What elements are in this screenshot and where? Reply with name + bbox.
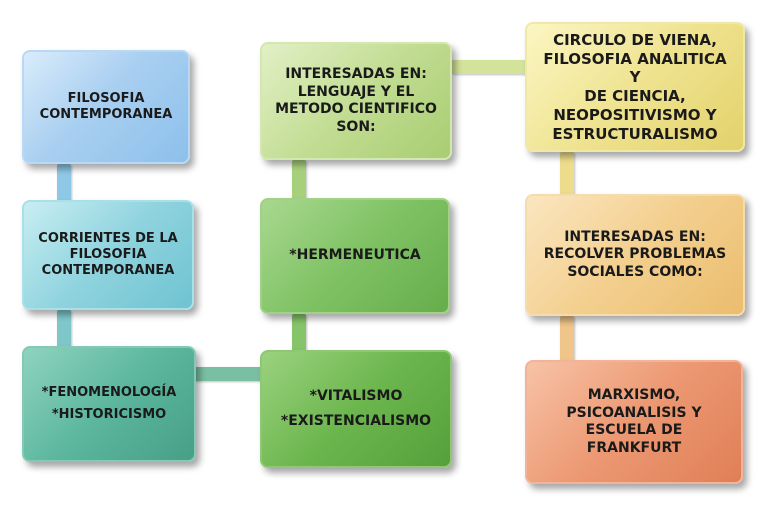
box-line: *HISTORICISMO [51, 407, 167, 422]
box-hermeneutica: *HERMENEUTICA [260, 198, 450, 314]
box-circulo-de-viena: CIRCULO DE VIENA, FILOSOFIA ANALITICA Y … [525, 22, 745, 152]
connector-interesadas-circulo [451, 60, 527, 74]
box-corrientes: CORRIENTES DE LA FILOSOFIA CONTEMPORANEA [22, 200, 194, 310]
connector-filosofia-corrientes [57, 164, 71, 202]
box-filosofia-contemporanea: FILOSOFIA CONTEMPORANEA [22, 50, 190, 164]
box-line: *FENOMENOLOGÍA [41, 384, 177, 400]
box-line: *HERMENEUTICA [289, 247, 421, 264]
box-fenomenologia: *FENOMENOLOGÍA *HISTORICISMO [22, 346, 196, 462]
box-line: FILOSOFIA ANALITICA Y [543, 49, 727, 87]
box-line: INTERESADAS EN: [285, 66, 427, 82]
box-line: FILOSOFIA [67, 90, 145, 106]
connector-vitalismo-hermeneutica [292, 314, 306, 354]
box-line: FRANKFURT [586, 439, 682, 456]
box-line: METODO CIENTIFICO [275, 101, 437, 117]
box-line: ESTRUCTURALISMO [552, 124, 718, 143]
box-line: CIRCULO DE VIENA, [553, 30, 717, 49]
connector-fenomenologia-vitalismo [194, 367, 264, 381]
box-vitalismo: *VITALISMO *EXISTENCIALISMO [260, 350, 452, 468]
box-line: MARXISMO, [587, 387, 681, 403]
box-line: CORRIENTES DE LA [38, 230, 178, 246]
box-line: INTERESADAS EN: [564, 228, 706, 245]
box-line: *VITALISMO [309, 387, 403, 404]
connector-corrientes-fenomenologia [57, 310, 71, 348]
box-line: NEOPOSITIVISMO Y [553, 105, 717, 124]
box-interesadas-lenguaje: INTERESADAS EN: LENGUAJE Y EL METODO CIE… [260, 42, 452, 160]
box-line: LENGUAJE Y EL [297, 83, 415, 100]
box-interesadas-problemas: INTERESADAS EN: RECOLVER PROBLEMAS SOCIA… [525, 194, 745, 316]
box-line: PSICOANALISIS Y [566, 404, 702, 421]
box-marxismo: MARXISMO, PSICOANALISIS Y ESCUELA DE FRA… [525, 360, 743, 484]
box-line: RECOLVER PROBLEMAS [543, 246, 727, 263]
box-line: SOCIALES COMO: [567, 263, 703, 280]
box-line: FILOSOFIA [69, 246, 147, 262]
box-line: ESCUELA DE [585, 422, 683, 438]
box-line: SON: [336, 118, 376, 135]
box-line: CONTEMPORANEA [39, 107, 173, 122]
box-line: DE CIENCIA, [584, 87, 686, 105]
connector-hermeneutica-interesadas [292, 160, 306, 200]
connector-circulo-problemas [560, 152, 574, 196]
connector-problemas-marxismo [560, 316, 574, 362]
box-line: CONTEMPORANEA [41, 263, 175, 279]
box-line: *EXISTENCIALISMO [280, 413, 432, 429]
